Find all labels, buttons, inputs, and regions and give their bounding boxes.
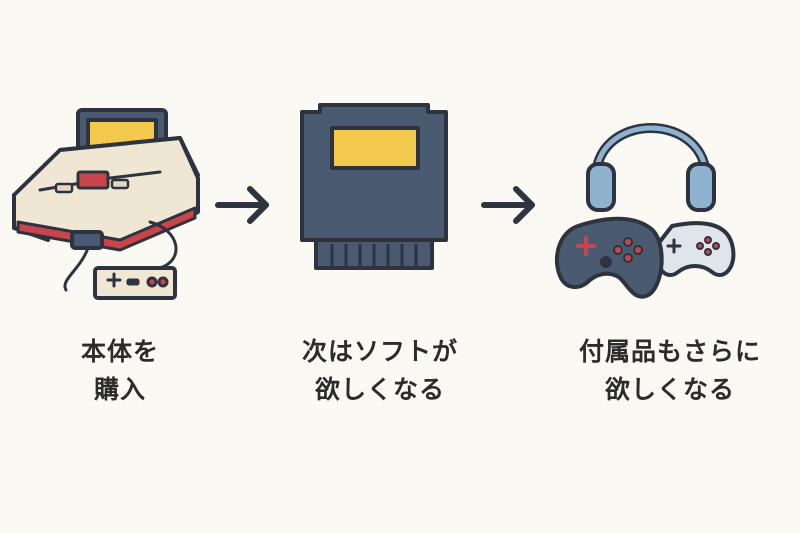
step-3-caption-line1: 付属品もさらに: [578, 337, 761, 366]
arrow-right-icon: [215, 186, 269, 224]
step-1-caption-line1: 本体を: [80, 337, 159, 366]
arrow-right-icon: [481, 186, 535, 224]
gamepad-icon: [554, 216, 664, 299]
step-2-caption: 次はソフトが 欲しくなる: [270, 333, 490, 409]
step-1-caption-line2: 購入: [93, 375, 146, 404]
step-2-caption-line2: 欲しくなる: [314, 375, 445, 404]
step-2-caption-line1: 次はソフトが: [301, 337, 458, 366]
game-cartridge-icon: [300, 103, 448, 270]
step-3-caption-line2: 欲しくなる: [604, 375, 735, 404]
game-console-icon: [12, 108, 200, 300]
gamepad-icon: [654, 221, 736, 277]
headphones-icon: [586, 123, 716, 212]
step-3-caption: 付属品もさらに 欲しくなる: [555, 333, 785, 409]
step-1-caption: 本体を 購入: [40, 333, 200, 409]
accessories-icon: [554, 123, 736, 299]
